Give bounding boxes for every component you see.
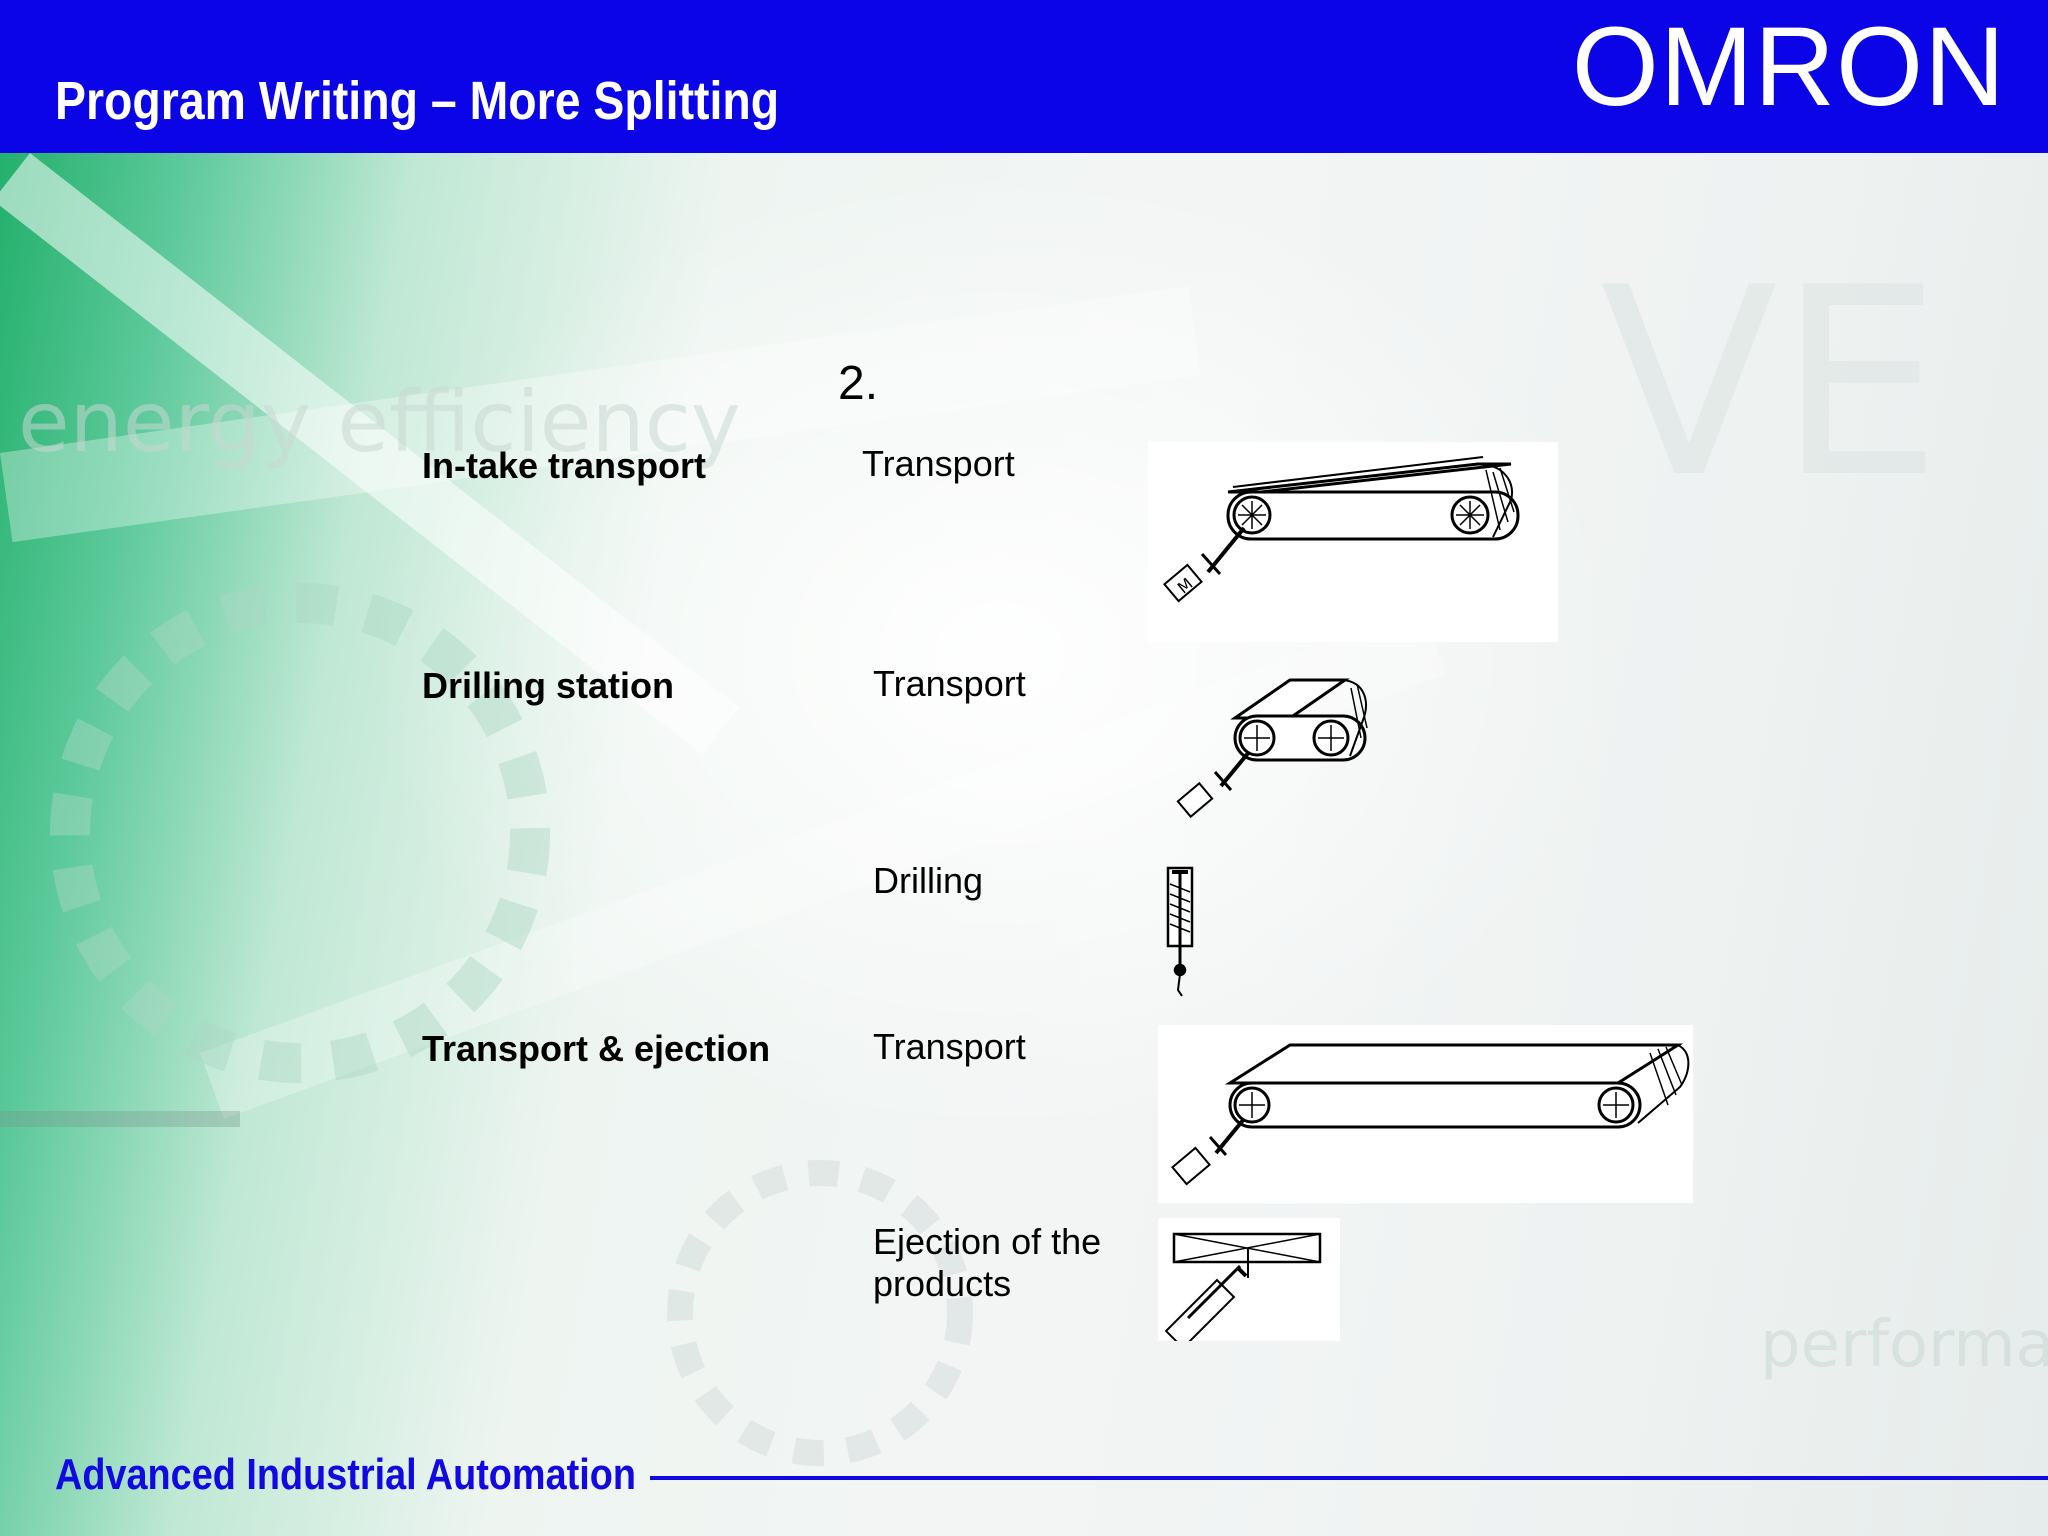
step-number: 2. (838, 357, 879, 410)
group-label-intake: In-take transport (422, 445, 707, 486)
footer-divider (650, 1476, 2048, 1480)
ejector-illustration (1158, 1218, 1340, 1341)
conveyor-belt-illustration: M (1148, 442, 1558, 642)
background-artwork: VE energy efficiency performance (0, 153, 2048, 1536)
function-label-transport-2: Transport (873, 663, 1026, 704)
omron-logo: OMRON (1571, 4, 2006, 129)
function-label-transport-3: Transport (873, 1026, 1026, 1067)
svg-text:VE: VE (1600, 233, 1942, 535)
watermark-right: performance (1760, 1308, 2048, 1382)
footer-title: Advanced Industrial Automation (55, 1450, 636, 1499)
watermark-left: energy efficiency (18, 373, 741, 471)
page-title: Program Writing – More Splitting (55, 71, 780, 131)
drill-illustration (1160, 862, 1200, 1002)
group-label-drilling: Drilling station (422, 665, 674, 706)
transport-ejection-conveyor-illustration (1158, 1025, 1693, 1203)
function-label-drilling: Drilling (873, 860, 984, 901)
conveyor-belt-short-illustration (1165, 668, 1410, 838)
group-label-transport-ejection: Transport & ejection (422, 1028, 771, 1069)
header-bar: Program Writing – More Splitting OMRON (0, 0, 2048, 153)
function-label-ejection: Ejection of the products (873, 1221, 1102, 1304)
function-label-transport-1: Transport (862, 443, 1015, 484)
